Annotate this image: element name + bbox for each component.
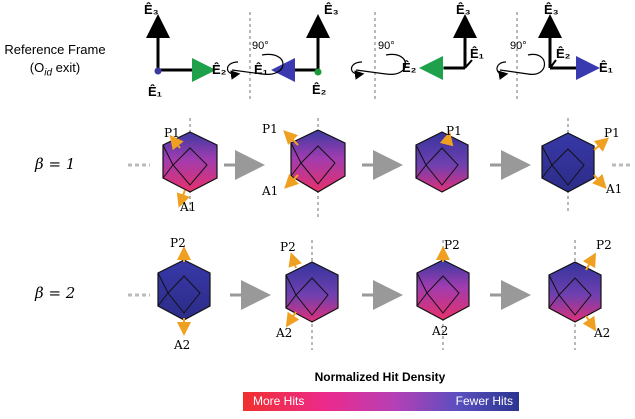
row-2-ico-4-bottom-label: A2 bbox=[594, 326, 611, 340]
frame-3-left-label: Ê₂ bbox=[402, 60, 417, 75]
frame-3-back-label: Ê₁ bbox=[470, 46, 485, 61]
row-2-ico-2 bbox=[285, 240, 339, 350]
colorbar-right-label: Fewer Hits bbox=[455, 394, 513, 408]
row-2-ico-1-bottom-label: A2 bbox=[174, 338, 191, 352]
frame-1-right-label: Ê₂ bbox=[212, 62, 227, 77]
row-1-ico-2-top-label: P1 bbox=[262, 122, 278, 136]
colorbar-left-label: More Hits bbox=[253, 394, 305, 408]
row-2-ico-1 bbox=[157, 246, 211, 336]
colorbar-title: Normalized Hit Density bbox=[314, 370, 446, 384]
frame-1 bbox=[146, 14, 216, 82]
frame-1-dot-label: Ê₁ bbox=[148, 84, 163, 99]
frame-2-up-label: Ê₃ bbox=[324, 2, 339, 17]
row-2-ico-1-top-label: P2 bbox=[170, 236, 186, 250]
frame-2-left-label: Ê₁ bbox=[254, 62, 269, 77]
frame-3 bbox=[419, 14, 477, 80]
row-2-ico-2-top-label: P2 bbox=[280, 240, 296, 254]
reference-frame-title: Reference Frame bbox=[4, 42, 106, 57]
row-1-ico-2 bbox=[283, 118, 346, 220]
row-1-ico-3-top-label: P1 bbox=[446, 124, 462, 138]
row-2-ico-4-top-label: P2 bbox=[596, 238, 612, 252]
rotation-2-label: 90° bbox=[378, 40, 395, 52]
row-1-ico-3 bbox=[415, 131, 469, 193]
row-2-ico-3-top-label: P2 bbox=[444, 238, 460, 252]
frame-4-back-label: Ê₂ bbox=[556, 46, 571, 61]
row-1-ico-4 bbox=[541, 118, 610, 212]
row-1-beta-label: β = 1 bbox=[35, 155, 76, 173]
frame-4-up-label: Ê₃ bbox=[544, 2, 559, 17]
row-1-ico-4-top-label: P1 bbox=[604, 126, 620, 140]
reference-frame-subtitle: (Oid exit) bbox=[29, 60, 81, 79]
rotation-1 bbox=[226, 12, 284, 100]
row-2-ico-2-bottom-label: A2 bbox=[276, 326, 293, 340]
rotation-3 bbox=[496, 12, 545, 100]
frame-2-dot-label: Ê₂ bbox=[312, 82, 327, 97]
frame-3-up-label: Ê₃ bbox=[456, 2, 471, 17]
rotation-3-label: 90° bbox=[510, 40, 527, 52]
rotation-1-label: 90° bbox=[252, 40, 269, 52]
rotation-2 bbox=[350, 12, 406, 100]
row-1-ico-2-bottom-label: A1 bbox=[262, 184, 279, 198]
row-2-ico-3-bottom-label: A2 bbox=[432, 324, 449, 338]
row-1-ico-1-top-label: P1 bbox=[164, 126, 180, 140]
frame-4-right-label: Ê₁ bbox=[599, 60, 614, 75]
frame-1-up-label: Ê₃ bbox=[144, 2, 159, 17]
row-2-ico-3 bbox=[416, 240, 470, 350]
row-1-ico-1-bottom-label: A1 bbox=[180, 200, 197, 214]
row-1-ico-4-bottom-label: A1 bbox=[606, 182, 623, 196]
row-2-beta-label: β = 2 bbox=[35, 284, 76, 302]
hit-density-colorbar: More Hits Fewer Hits bbox=[243, 392, 519, 411]
row-1-ico-1 bbox=[162, 118, 218, 212]
row-2-ico-4 bbox=[548, 240, 602, 350]
frame-2 bbox=[271, 14, 330, 82]
frame-4 bbox=[538, 14, 600, 80]
